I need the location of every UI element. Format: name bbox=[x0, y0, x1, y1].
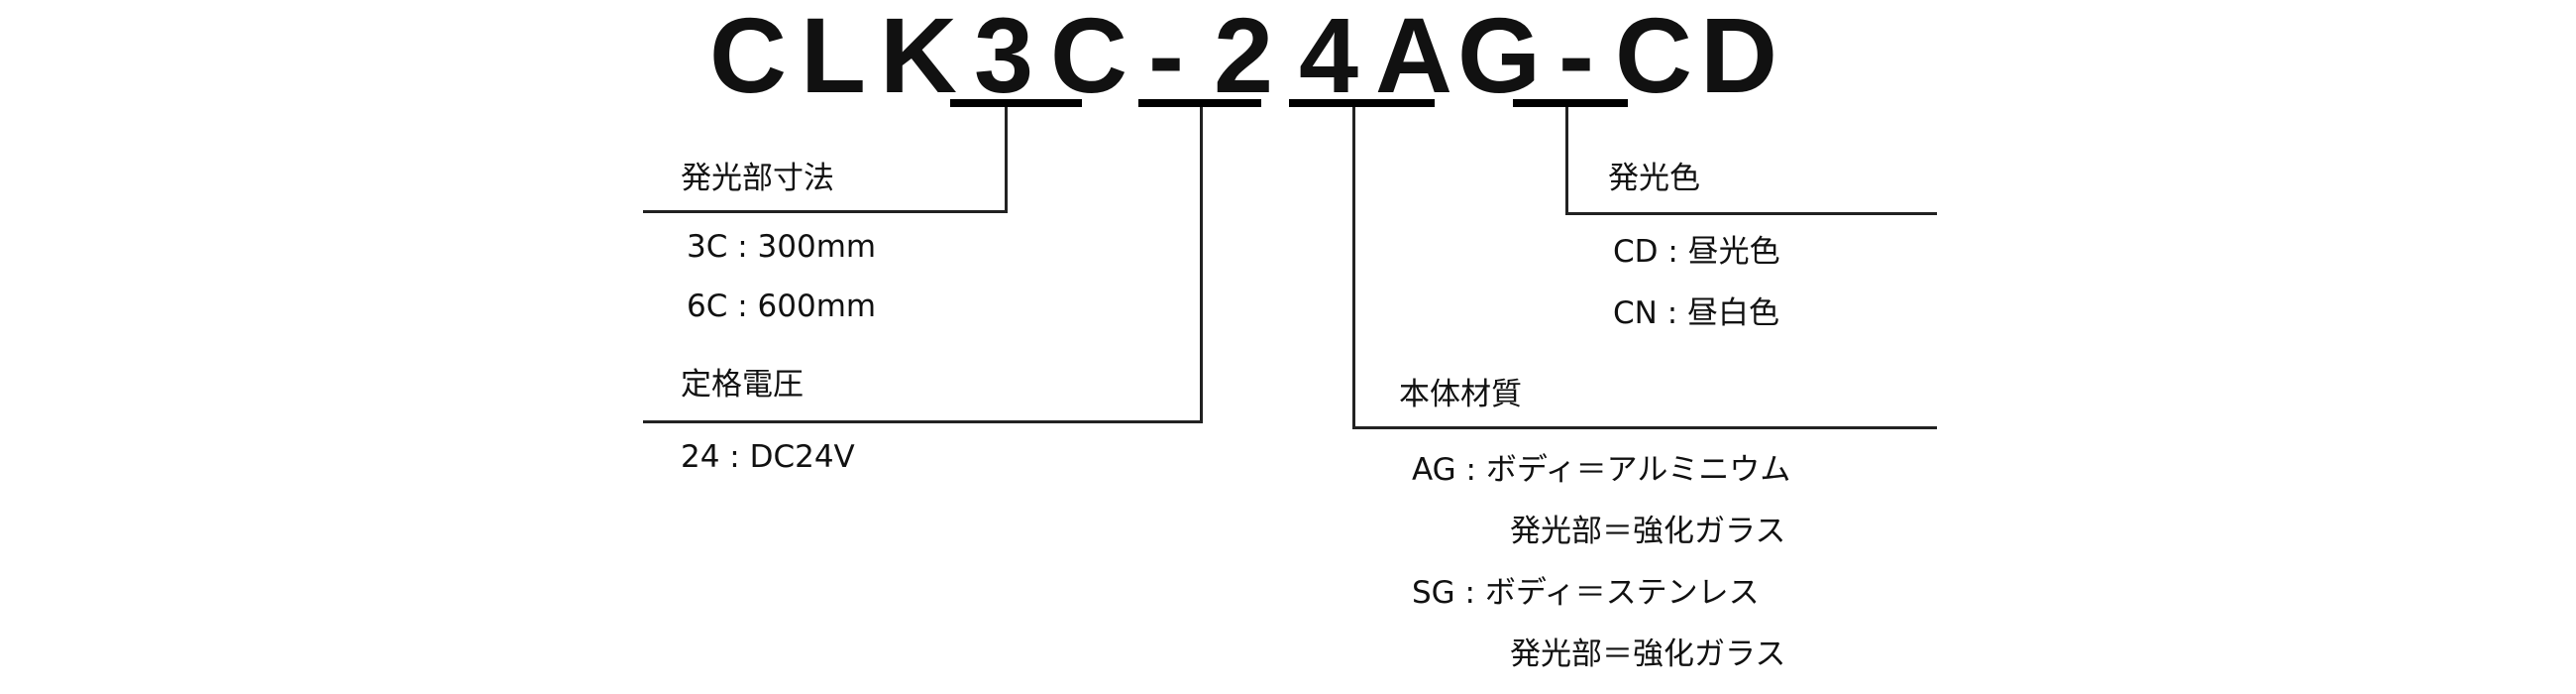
leader-voltage-vertical bbox=[1200, 107, 1203, 423]
leader-material-vertical bbox=[1352, 107, 1355, 429]
code-char: 4 bbox=[1298, 0, 1359, 115]
color-option: CN : 昼白色 bbox=[1613, 295, 1779, 331]
code-char: C bbox=[709, 0, 787, 115]
underline-voltage bbox=[1138, 99, 1261, 107]
leader-size-horizontal bbox=[643, 210, 1008, 213]
leader-voltage-horizontal bbox=[643, 420, 1203, 423]
code-char: - bbox=[1558, 0, 1594, 115]
material-option: SG : ボディ＝ステンレス bbox=[1412, 575, 1760, 611]
underline-color bbox=[1513, 99, 1628, 107]
voltage-option: 24 : DC24V bbox=[681, 439, 855, 475]
material-option-detail: 発光部＝強化ガラス bbox=[1510, 514, 1786, 549]
code-char: A bbox=[1375, 0, 1452, 115]
code-char: C bbox=[1615, 0, 1692, 115]
leader-size-vertical bbox=[1005, 107, 1008, 213]
leader-material-horizontal bbox=[1352, 426, 1937, 429]
code-char: 2 bbox=[1213, 0, 1274, 115]
color-option: CD : 昼光色 bbox=[1613, 234, 1780, 270]
size-option: 3C : 300mm bbox=[687, 229, 877, 265]
size-option: 6C : 600mm bbox=[687, 289, 877, 324]
underline-material bbox=[1289, 99, 1435, 107]
voltage-heading: 定格電圧 bbox=[681, 367, 804, 403]
code-char: D bbox=[1700, 0, 1777, 115]
leader-color-horizontal bbox=[1565, 212, 1937, 215]
material-option: AG : ボディ＝アルミニウム bbox=[1412, 452, 1791, 488]
code-char: G bbox=[1456, 0, 1541, 115]
material-option-detail: 発光部＝強化ガラス bbox=[1510, 636, 1786, 672]
leader-color-vertical bbox=[1565, 107, 1568, 215]
code-char: - bbox=[1148, 0, 1184, 115]
size-heading: 発光部寸法 bbox=[681, 161, 834, 196]
code-char: K bbox=[880, 0, 957, 115]
underline-size bbox=[950, 99, 1082, 107]
code-char: 3 bbox=[973, 0, 1034, 115]
code-char: L bbox=[801, 0, 866, 115]
color-heading: 発光色 bbox=[1608, 161, 1700, 196]
material-heading: 本体材質 bbox=[1399, 377, 1522, 412]
code-char: C bbox=[1050, 0, 1127, 115]
